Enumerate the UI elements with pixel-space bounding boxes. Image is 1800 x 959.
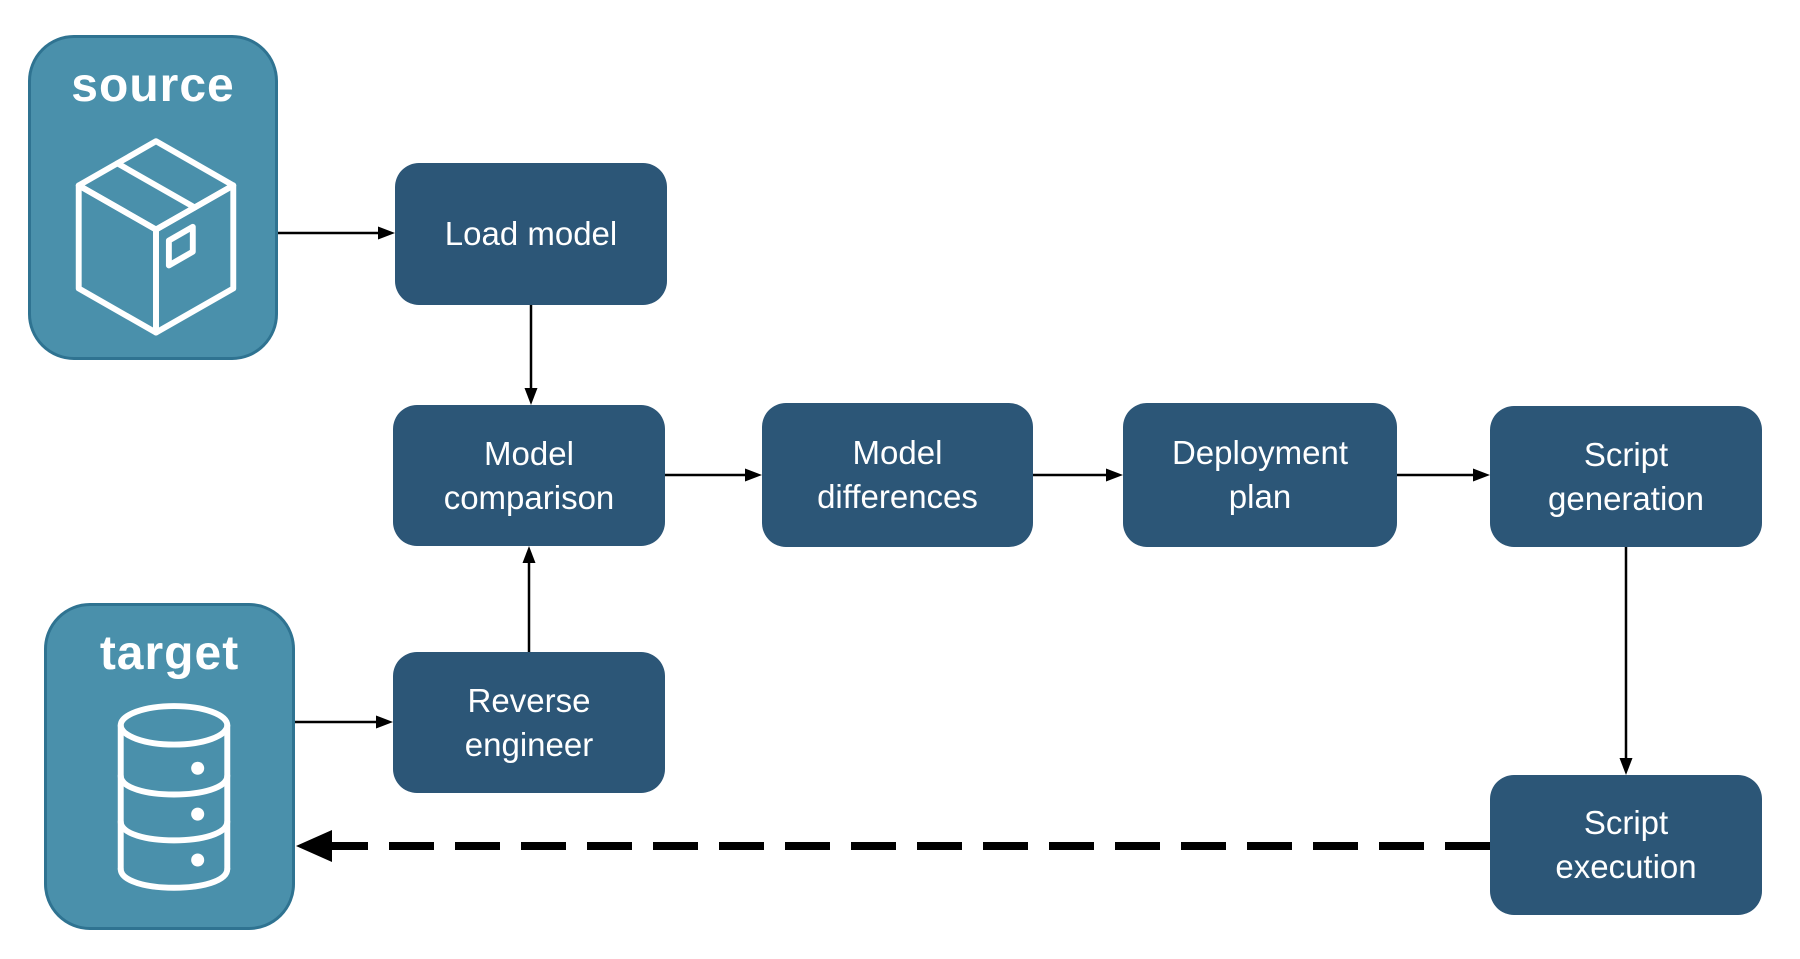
endpoint-target: target	[44, 603, 295, 930]
edge-reverse-engineer-to-model-comparison	[522, 546, 536, 652]
edge-target-to-reverse-engineer	[295, 715, 393, 729]
node-deployment-plan: Deployment plan	[1123, 403, 1397, 547]
endpoint-source-label: source	[71, 59, 235, 112]
edge-deployment-plan-to-script-generation	[1397, 468, 1490, 482]
node-model-comparison: Model comparison	[393, 405, 665, 546]
node-deployment-plan-label: Deployment plan	[1171, 434, 1349, 515]
node-model-differences: Model differences	[762, 403, 1033, 547]
node-model-differences-label: Model differences	[817, 434, 978, 515]
node-reverse-engineer-label: Reverse engineer	[464, 681, 594, 763]
edge-script-generation-to-script-execution	[1619, 547, 1633, 775]
package-icon	[75, 138, 237, 336]
endpoint-target-label: target	[99, 627, 240, 680]
node-load-model: Load model	[395, 163, 667, 305]
node-model-comparison-label: Model comparison	[443, 434, 615, 516]
database-icon	[117, 703, 231, 891]
node-load-model-label: Load model	[444, 215, 618, 253]
node-script-execution: Script execution	[1490, 775, 1762, 915]
edge-model-comparison-to-model-differences	[665, 468, 762, 482]
edge-model-differences-to-deployment-plan	[1033, 468, 1123, 482]
endpoint-source: source	[28, 35, 278, 360]
edge-load-model-to-model-comparison	[524, 305, 538, 405]
node-reverse-engineer: Reverse engineer	[393, 652, 665, 793]
edge-source-to-load-model	[278, 226, 395, 240]
node-script-generation: Script generation	[1490, 406, 1762, 547]
edge-script-execution-to-target-dashed	[296, 830, 1490, 862]
node-script-execution-label: Script execution	[1555, 804, 1697, 885]
node-script-generation-label: Script generation	[1548, 435, 1704, 517]
